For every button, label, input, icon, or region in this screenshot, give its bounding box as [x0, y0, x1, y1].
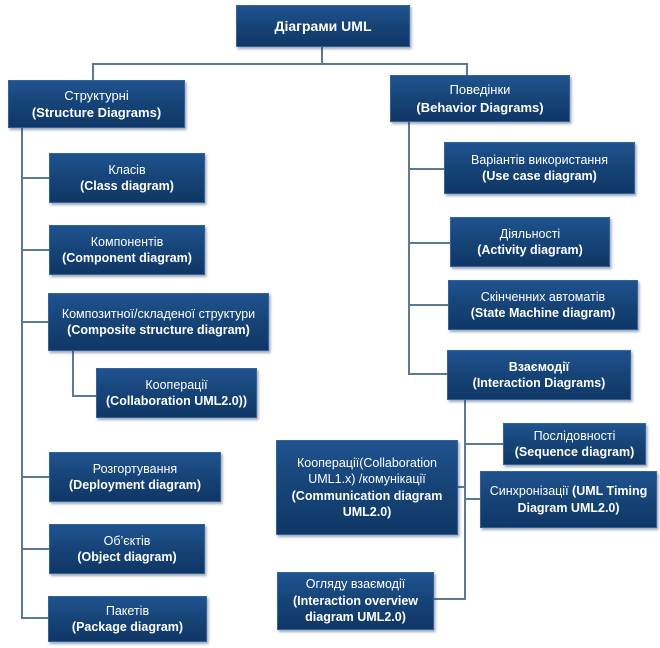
connector-line: [433, 598, 466, 600]
node-text: Огляду взаємодії (Interaction overview d…: [280, 576, 431, 626]
connector-line: [464, 498, 482, 500]
node-subtitle: (UML Timing Diagram UML2.0): [517, 484, 648, 515]
node-subtitle: (Interaction overview diagram UML2.0): [292, 593, 419, 625]
node-subtitle: (Deployment diagram): [69, 478, 201, 492]
node-subtitle: (State Machine diagram): [470, 306, 616, 320]
node-title: Огляду взаємодії: [305, 577, 406, 592]
node-subtitle: (Use case diagram): [482, 169, 597, 183]
connector-line: [464, 443, 503, 445]
node-package-diagram: Пакетів (Package diagram): [48, 596, 207, 642]
node-text: Кооперації(Collaboration UML1.x) /комуні…: [281, 455, 453, 521]
connector-line: [408, 242, 450, 244]
node-behavior-diagrams: Поведінки (Behavior Diagrams): [390, 75, 570, 122]
node-subtitle: (Interaction Diagrams): [472, 376, 606, 390]
node-structure-diagrams: Структурні (Structure Diagrams): [8, 80, 185, 128]
node-subtitle: (Component diagram): [62, 251, 192, 265]
node-title: Діяльності: [499, 226, 561, 241]
node-interaction-overview-diagram: Огляду взаємодії (Interaction overview d…: [277, 572, 434, 630]
connector-line: [21, 249, 49, 251]
node-title: Структурні: [64, 87, 129, 103]
node-subtitle: (Structure Diagrams): [31, 105, 162, 120]
node-title: Компонентів: [90, 234, 164, 249]
node-title: Варіантів використання: [471, 152, 608, 167]
node-object-diagram: Об’єктів (Object diagram): [49, 524, 205, 574]
node-subtitle: (Communication diagram UML2.0): [291, 488, 443, 520]
node-sequence-diagram: Послідовності (Sequence diagram): [503, 423, 646, 465]
connector-line: [321, 47, 323, 63]
connector-line: [72, 351, 74, 397]
connector-line: [464, 400, 466, 600]
connector-line: [21, 476, 49, 478]
node-collaboration-uml2-diagram: Кооперації (Collaboration UML2.0)): [96, 368, 257, 418]
node-title: Послідовності: [533, 428, 616, 443]
connector-line: [92, 63, 94, 80]
node-subtitle: (Object diagram): [77, 550, 177, 564]
node-title: Поведінки: [449, 82, 511, 98]
node-subtitle: (Composite structure diagram): [67, 323, 250, 337]
node-title: Взаємодії: [508, 359, 570, 374]
node-composite-structure-diagram: Композитної/складеної структури (Composi…: [48, 293, 269, 351]
connector-line: [92, 63, 468, 65]
node-use-case-diagram: Варіантів використання (Use case diagram…: [444, 142, 635, 194]
connector-line: [21, 128, 23, 619]
node-title: Пакетів: [105, 603, 150, 618]
node-title: Об’єктів: [103, 533, 151, 548]
node-subtitle: (Class diagram): [80, 179, 174, 193]
node-subtitle: (Activity diagram): [477, 243, 583, 257]
connector-line: [408, 168, 444, 170]
node-subtitle: (Sequence diagram): [514, 445, 635, 459]
connector-line: [21, 548, 49, 550]
connector-line: [21, 177, 49, 179]
node-text: Синхронізації (UML Timing Diagram UML2.0…: [483, 483, 654, 516]
node-timing-diagram: Синхронізації (UML Timing Diagram UML2.0…: [480, 471, 657, 528]
connector-line: [72, 395, 96, 397]
node-uml-diagrams: Діаграми UML: [236, 5, 410, 47]
node-subtitle: (Collaboration UML2.0)): [106, 394, 247, 408]
connector-line: [457, 486, 466, 488]
node-title: Діаграми UML: [274, 17, 372, 34]
node-subtitle: (Package diagram): [71, 620, 184, 634]
node-title: Скінченних автоматів: [480, 289, 606, 304]
node-class-diagram: Класів (Class diagram): [49, 153, 205, 203]
node-title: Розгортування: [92, 461, 178, 476]
connector-line: [466, 63, 468, 75]
node-component-diagram: Компонентів (Component diagram): [49, 225, 205, 275]
node-title: Кооперації(Collaboration UML1.x) /комуні…: [296, 455, 438, 487]
connector-line: [408, 373, 447, 375]
node-title: Композитної/складеної структури: [61, 306, 256, 321]
node-communication-diagram: Кооперації(Collaboration UML1.x) /комуні…: [276, 440, 458, 535]
node-title: Кооперації: [145, 377, 208, 392]
node-title: Синхронізації: [489, 484, 569, 498]
node-deployment-diagram: Розгортування (Deployment diagram): [49, 452, 221, 502]
connector-line: [408, 122, 410, 375]
connector-line: [21, 617, 48, 619]
connector-line: [21, 321, 48, 323]
node-title: Класів: [108, 162, 146, 177]
connector-line: [408, 304, 448, 306]
node-state-machine-diagram: Скінченних автоматів (State Machine diag…: [448, 280, 638, 330]
node-activity-diagram: Діяльності (Activity diagram): [450, 217, 610, 267]
node-interaction-diagrams: Взаємодії (Interaction Diagrams): [447, 350, 631, 400]
node-subtitle: (Behavior Diagrams): [416, 99, 544, 115]
